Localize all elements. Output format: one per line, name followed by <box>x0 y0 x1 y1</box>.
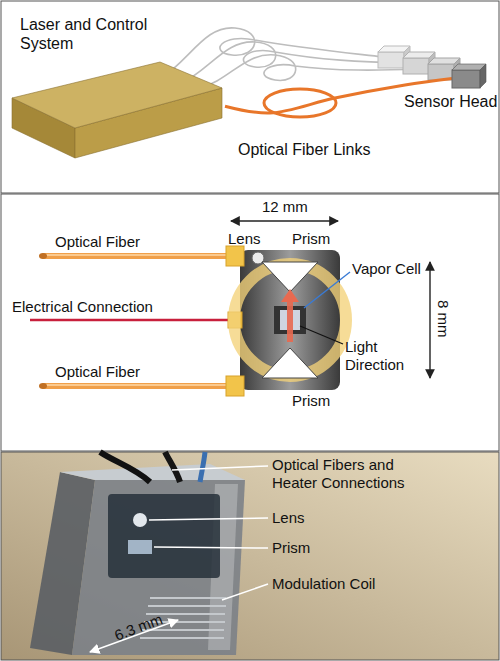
laser-control-box: Laser and Control System <box>10 15 225 165</box>
leader-line <box>154 547 268 548</box>
dimension-label: 8 mm <box>434 300 452 338</box>
part-label: Lens <box>272 509 305 527</box>
optical-fiber <box>44 383 236 389</box>
fiber-tip <box>39 253 47 259</box>
device-front <box>72 480 245 655</box>
part-label: Light Direction <box>345 338 415 374</box>
sensor-face <box>428 64 454 80</box>
part-label: Prism <box>292 392 330 410</box>
panel-frame <box>1 194 499 451</box>
fiber-tip <box>39 383 47 389</box>
sensor-head: Sensor Head <box>452 64 488 88</box>
photo-frame <box>1 452 499 660</box>
dimension-arrow <box>429 262 430 378</box>
fiber-cable <box>200 452 205 482</box>
leader-line <box>222 584 268 600</box>
fiber-link <box>160 28 383 79</box>
coil-winding <box>148 605 226 607</box>
leader-line <box>300 326 343 344</box>
panel-frame <box>1 1 499 193</box>
node-label: Laser and Control System <box>20 15 160 53</box>
light-arrow <box>287 300 293 342</box>
sensor-face <box>378 52 404 68</box>
prism-symbol <box>262 348 318 378</box>
part-label: Optical Fiber <box>55 363 140 381</box>
leader-line <box>304 272 350 308</box>
prism-symbol <box>262 262 318 292</box>
device-interior <box>108 494 220 578</box>
part-label: Optical Fibers and Heater Connections <box>272 456 432 492</box>
connector-label: Optical Fiber Links <box>238 140 371 159</box>
dimension-arrow <box>231 220 338 221</box>
fiber-ferrule <box>226 246 244 266</box>
light-arrowhead <box>281 289 299 302</box>
lens-photo <box>133 513 147 527</box>
fiber-ferrule <box>226 376 244 396</box>
fiber-cable <box>165 452 180 482</box>
coil-winding <box>140 637 224 639</box>
part-label: Modulation Coil <box>272 575 375 593</box>
prism-photo <box>128 540 152 554</box>
node-outline <box>452 64 488 88</box>
device-top <box>60 464 245 480</box>
dimension-label: 12 mm <box>262 198 308 216</box>
node-label: Sensor Head <box>404 92 497 111</box>
part-label: Vapor Cell <box>352 260 421 278</box>
optical-fiber <box>44 253 236 259</box>
part-label: Prism <box>272 539 310 557</box>
fiber-highlight <box>46 384 236 386</box>
leader-line <box>149 518 268 520</box>
fiber-cable <box>100 452 150 482</box>
part-label: Optical Fiber <box>55 233 140 251</box>
sensor-face <box>452 70 480 88</box>
sensor-face <box>403 58 429 74</box>
sensor-face <box>480 64 486 88</box>
fiber-highlight <box>46 254 236 256</box>
fiber-coil <box>264 89 336 117</box>
electrical-wire <box>30 319 234 322</box>
leader-line <box>172 466 268 470</box>
part-label: Lens <box>228 230 261 248</box>
box-face <box>12 62 222 128</box>
part-label: Prism <box>292 230 330 248</box>
part-label: Electrical Connection <box>12 298 153 316</box>
coil-winding <box>150 597 226 599</box>
